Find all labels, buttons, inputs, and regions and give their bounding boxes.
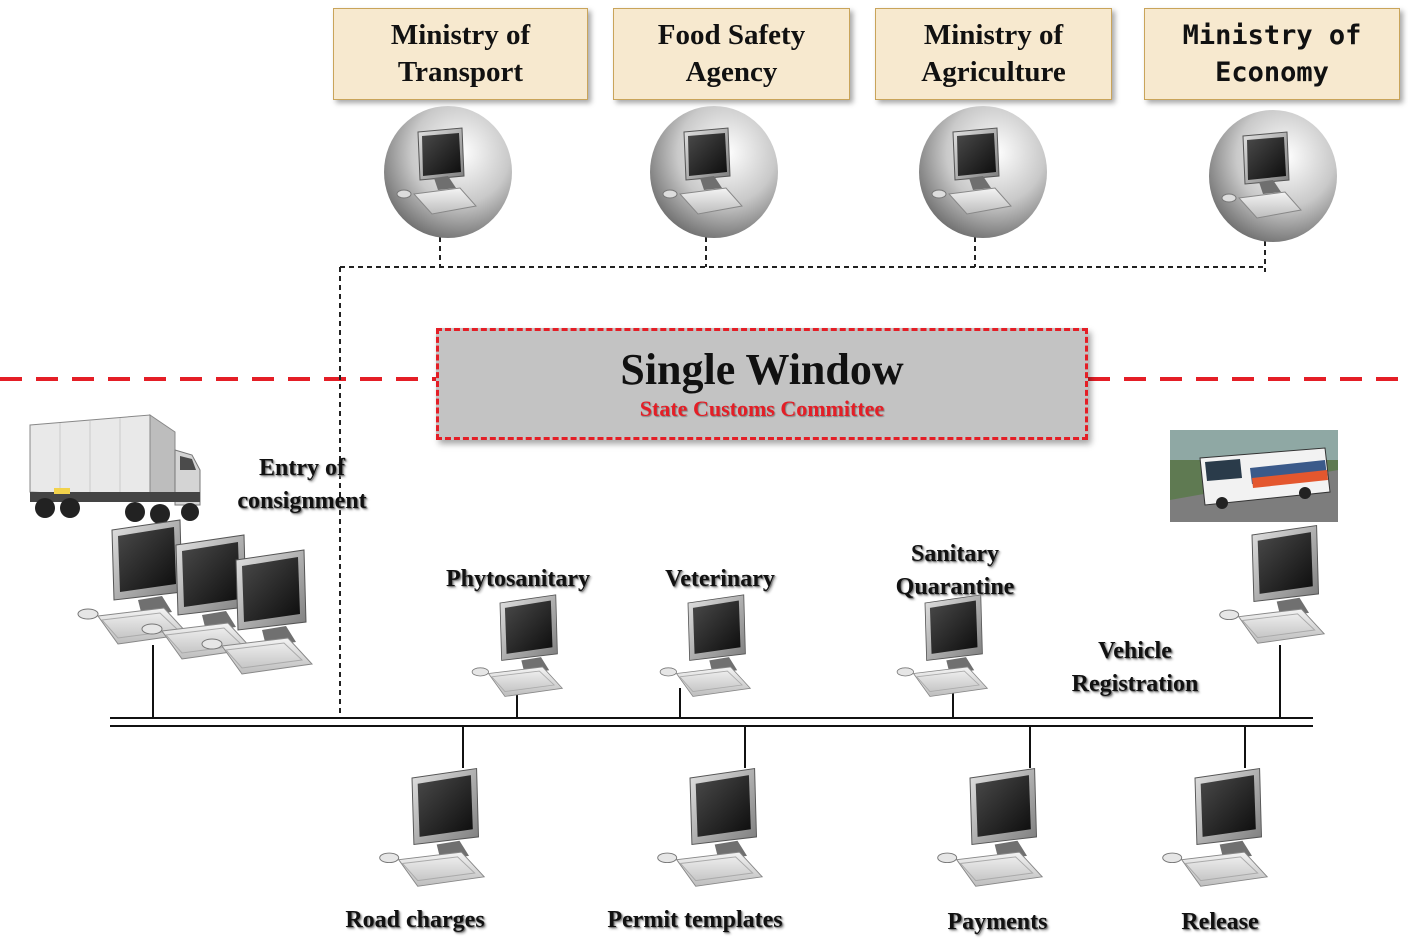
single-window-title: Single Window [620, 345, 904, 394]
sanitary-quarantine-computer-icon [896, 594, 988, 697]
permit-templates-computer-icon [657, 768, 763, 887]
permit-templates-label: Permit templates [607, 907, 783, 933]
release-label: Release [1181, 909, 1259, 935]
road-charges-label: Road charges [345, 907, 485, 933]
veterinary-computer-icon [659, 594, 751, 697]
sanitary-line2: Quarantine [895, 574, 1015, 600]
phytosanitary-label: Phytosanitary [446, 566, 590, 592]
truck-icon [29, 414, 201, 524]
food-safety-line1: Food Safety [657, 19, 806, 51]
phytosanitary-computer-icon [471, 594, 563, 697]
payments-label: Payments [947, 909, 1048, 935]
entry-of-consignment-label: Entry of consignment [222, 452, 382, 518]
ministry-economy-box: Ministry of Economy [1144, 8, 1400, 100]
payments-computer-icon [937, 768, 1043, 887]
entry-computer-1-icon [77, 519, 189, 645]
ministry-connectors [339, 228, 1266, 715]
road-charges-computer-icon [379, 768, 485, 887]
veterinary-label: Veterinary [665, 566, 775, 592]
entry-label-line1: Entry of [259, 455, 345, 481]
ministry-economy-line2: Economy [1215, 57, 1329, 88]
ministry-transport-line2: Transport [397, 56, 524, 88]
sanitary-line1: Sanitary [910, 541, 999, 567]
single-window-box: Single Window State Customs Committee [436, 328, 1088, 440]
state-customs-committee-subtitle: State Customs Committee [639, 396, 885, 421]
ministry-transport-box: Ministry of Transport [333, 8, 588, 100]
ministry-agriculture-line2: Agriculture [921, 56, 1066, 88]
ministry-agriculture-line1: Ministry of [923, 19, 1064, 51]
ministry-economy-line1: Ministry of [1182, 20, 1362, 51]
ministry-agriculture-box: Ministry of Agriculture [875, 8, 1112, 100]
vehicle-registration-computer-icon [1219, 525, 1325, 644]
entry-label-line2: consignment [237, 488, 367, 514]
release-computer-icon [1162, 768, 1268, 887]
food-safety-line2: Agency [685, 56, 778, 88]
vehicle-line1: Vehicle [1098, 638, 1172, 664]
ministry-transport-line1: Ministry of [390, 19, 531, 51]
network-bus [110, 645, 1313, 768]
bus-photo [1170, 430, 1338, 522]
vehicle-line2: Registration [1071, 671, 1199, 697]
